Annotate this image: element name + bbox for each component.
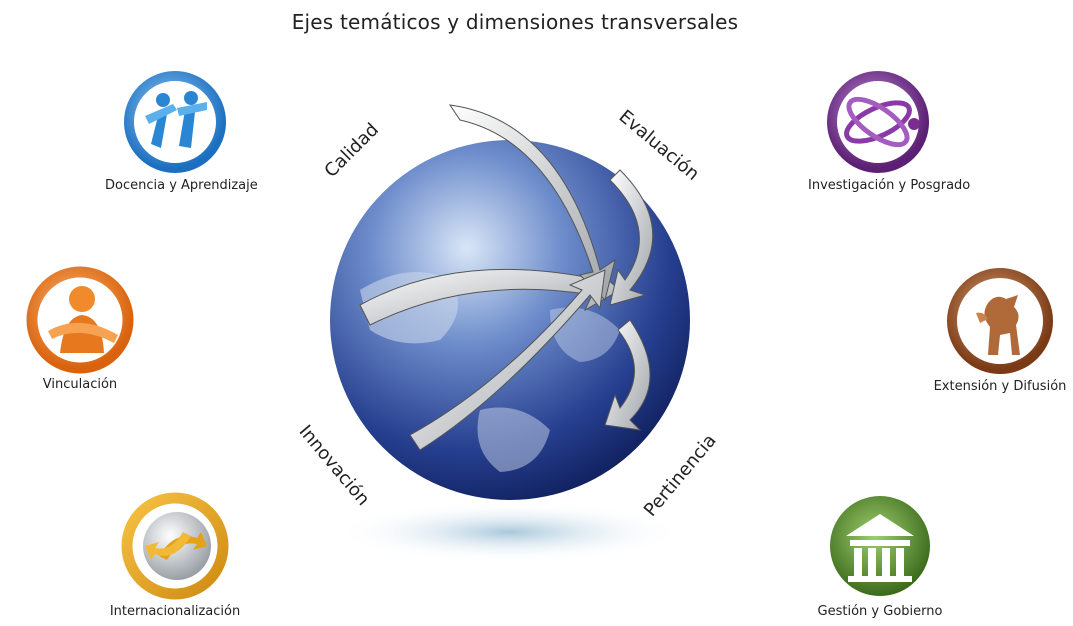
axis-gestion[interactable]: Gestión y Gobierno (810, 490, 950, 619)
axis-label: Vinculación (42, 377, 118, 392)
axis-extension[interactable]: Extensión y Difusión (930, 265, 1070, 394)
globe-arrows-icon (121, 492, 229, 600)
axis-label: Internacionalización (109, 604, 241, 619)
axis-label: Gestión y Gobierno (817, 604, 943, 619)
atom-icon (827, 71, 929, 173)
building-icon (830, 496, 930, 596)
axis-label: Extensión y Difusión (933, 379, 1067, 394)
axis-internacionalizacion[interactable]: Internacionalización (105, 490, 245, 619)
axis-docencia[interactable]: Docencia y Aprendizaje (105, 68, 258, 193)
people-icon (124, 71, 226, 173)
axis-investigacion[interactable]: Investigación y Posgrado (808, 68, 971, 193)
person-icon (26, 266, 134, 374)
axis-label: Docencia y Aprendizaje (105, 178, 258, 193)
globe-illustration (300, 80, 720, 580)
axis-vinculacion[interactable]: Vinculación (10, 265, 150, 392)
lion-icon (947, 268, 1053, 374)
axis-label: Investigación y Posgrado (808, 178, 971, 193)
page-title: Ejes temáticos y dimensiones transversal… (291, 10, 739, 34)
